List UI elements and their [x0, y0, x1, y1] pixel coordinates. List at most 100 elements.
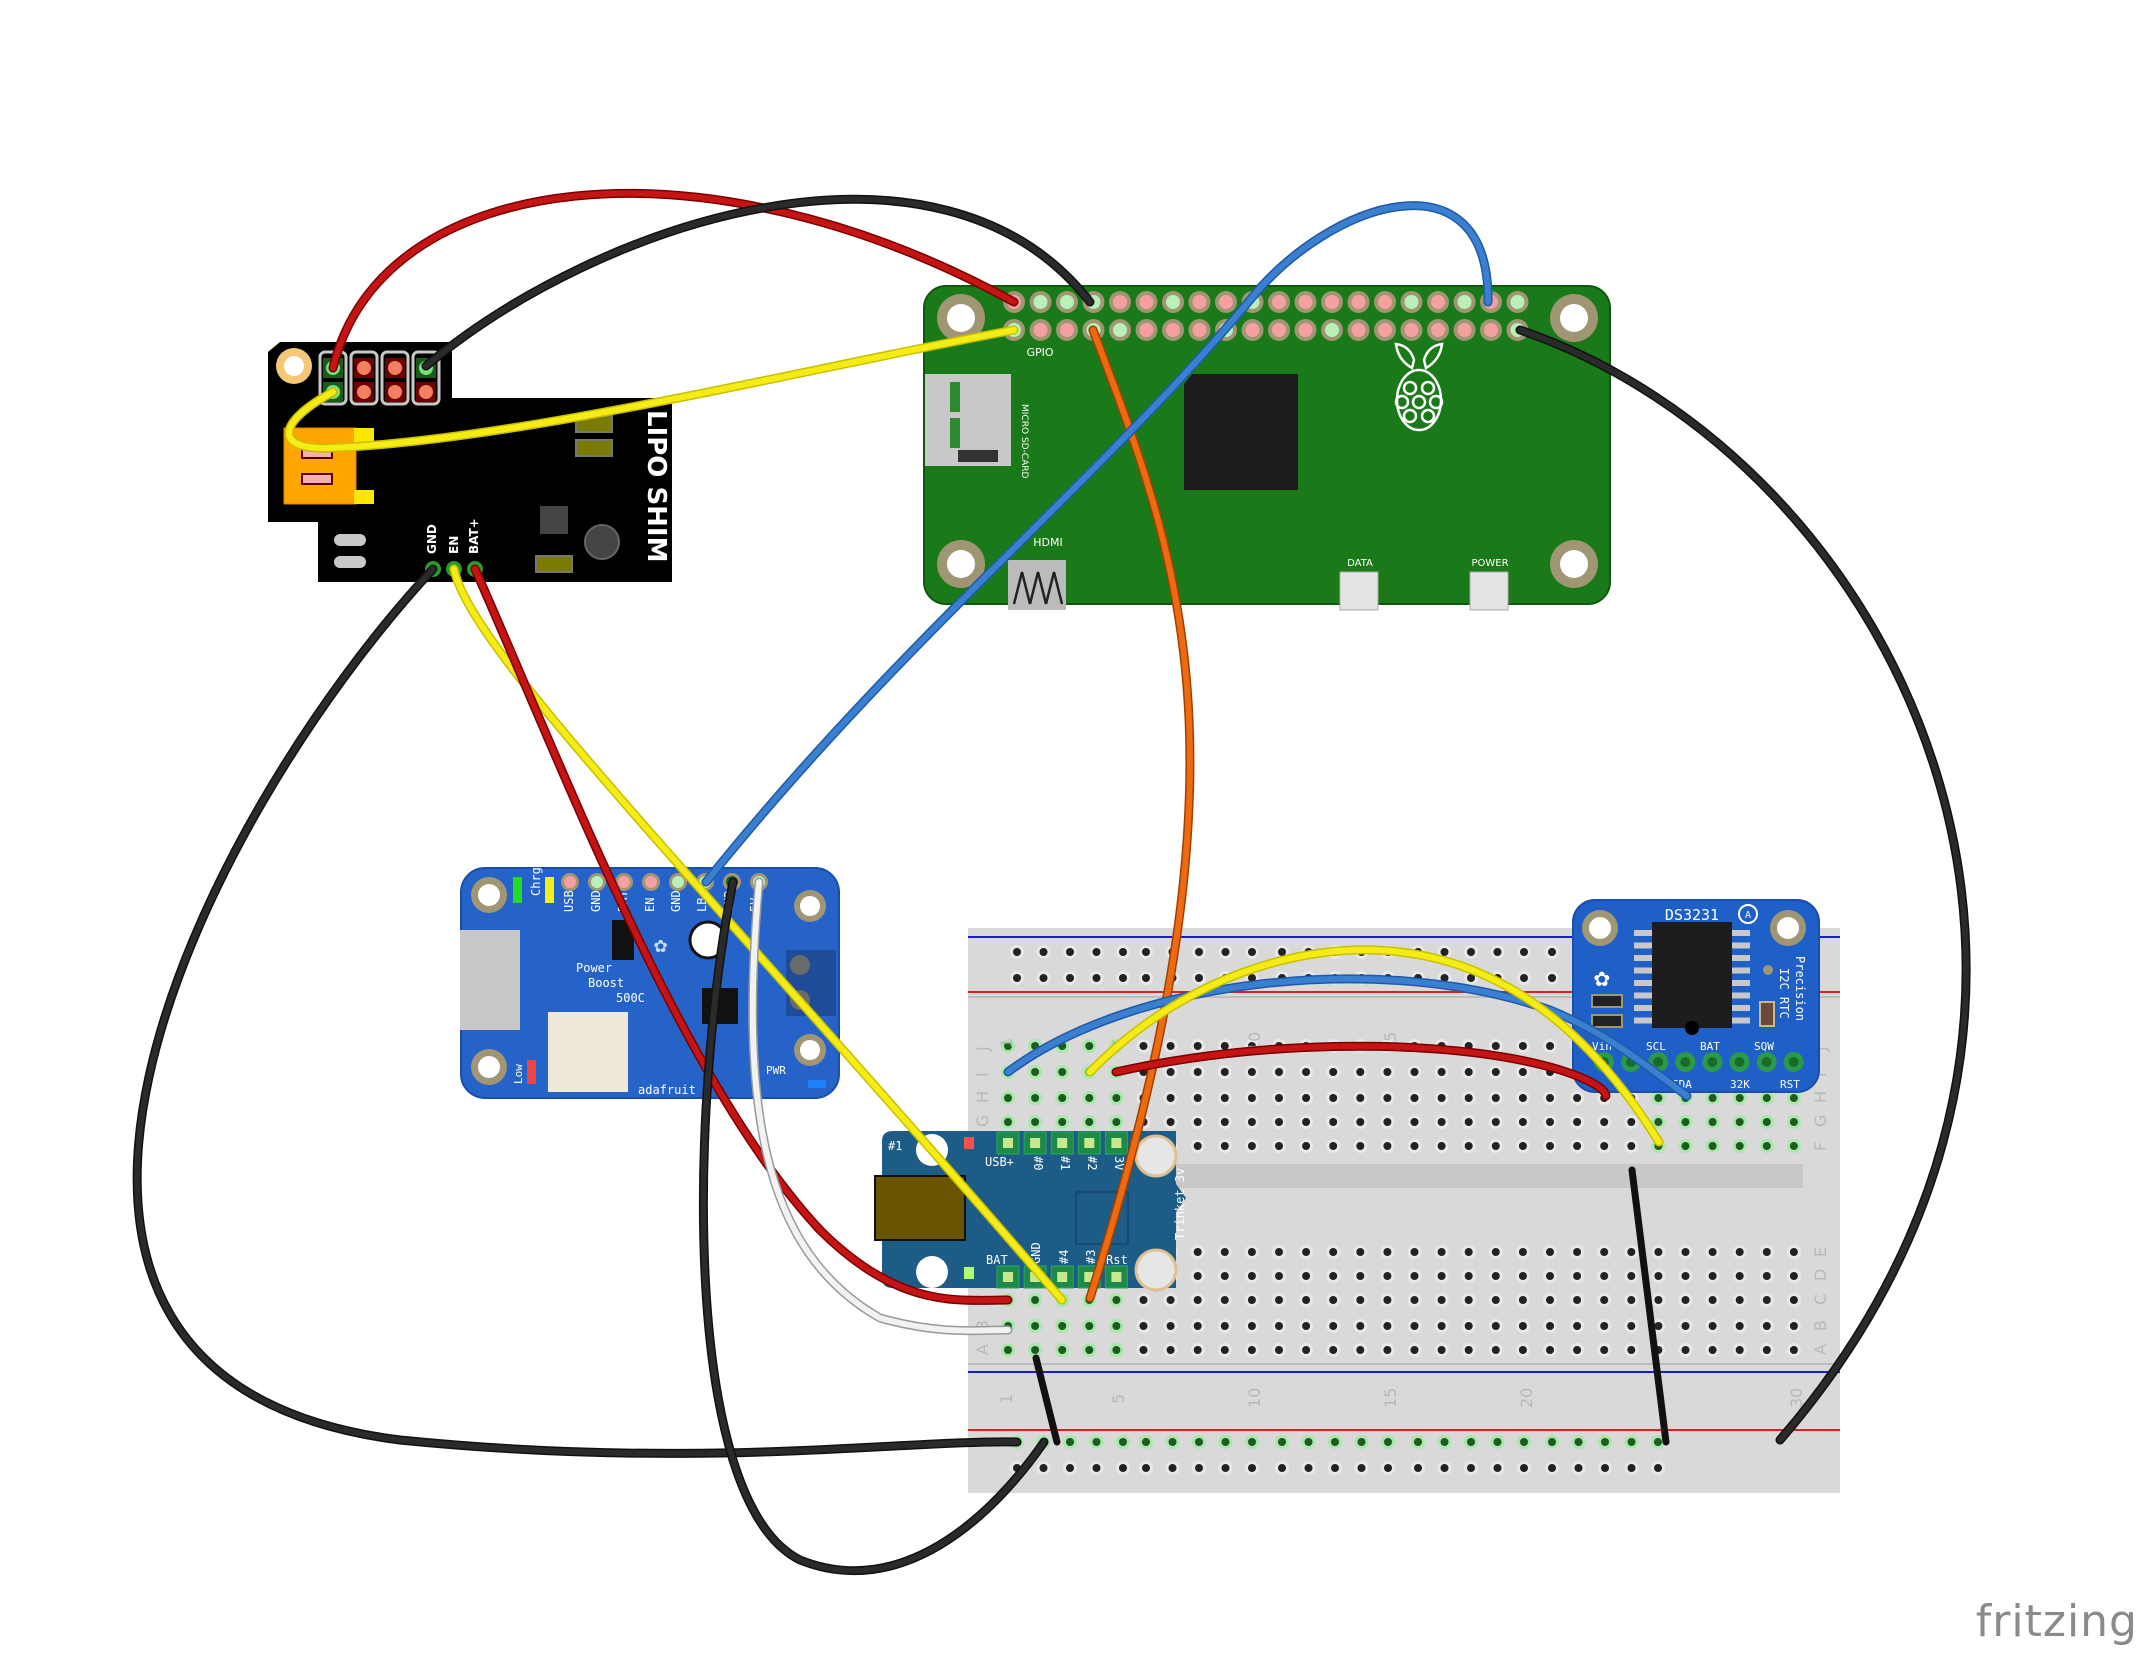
- gpio-pin[interactable]: [1192, 323, 1207, 337]
- gpio-pin[interactable]: [1113, 323, 1127, 337]
- trinket-pin-label: Rst: [1106, 1253, 1128, 1267]
- micro-sd-slot: MICRO SD-CARD: [925, 374, 1029, 478]
- sd-label: MICRO SD-CARD: [1019, 404, 1029, 478]
- trinket-pin-label: BAT: [986, 1253, 1008, 1267]
- trinket-3v[interactable]: #1 USB+ #0 #1 #2 3V BAT GND #4 #3 Rst Tr…: [874, 1131, 1187, 1292]
- trinket-pad[interactable]: [1111, 1272, 1122, 1282]
- gpio-pin[interactable]: [1060, 295, 1074, 309]
- shim-header-pin[interactable]: [419, 385, 433, 399]
- trinket-pad[interactable]: [1057, 1272, 1068, 1282]
- gpio-pin[interactable]: [1325, 295, 1339, 309]
- gpio-pin[interactable]: [1033, 323, 1048, 337]
- trinket-pad[interactable]: [1057, 1138, 1068, 1148]
- shim-header-pin[interactable]: [388, 385, 402, 399]
- powerboost-500c[interactable]: Chrg USB GND BAT EN GND LB GND 5V Power …: [460, 867, 840, 1099]
- gpio-pin[interactable]: [1431, 295, 1445, 309]
- gpio-pin[interactable]: [1325, 323, 1339, 337]
- data-port-label: DATA: [1347, 558, 1373, 569]
- rtc-pin[interactable]: [1761, 1057, 1772, 1067]
- powerboost-pin[interactable]: [591, 876, 603, 888]
- gpio-pin[interactable]: [1404, 295, 1419, 309]
- gpio-pin[interactable]: [1033, 295, 1048, 309]
- wire-black-rtc-to-rail[interactable]: [1628, 1166, 1670, 1446]
- raspberry-pi-zero[interactable]: GPIO MICRO SD-CARD HDMI DATA POWER: [923, 285, 1611, 611]
- gpio-pin[interactable]: [1166, 323, 1180, 337]
- hdmi-label: HDMI: [1033, 536, 1062, 549]
- trinket-pad[interactable]: [1084, 1272, 1095, 1282]
- powerboost-pin[interactable]: [618, 876, 630, 888]
- rtc-pin[interactable]: [1734, 1057, 1745, 1067]
- trinket-pad[interactable]: [1030, 1138, 1041, 1148]
- lipo-shim-title: LIPO SHIM: [641, 410, 671, 562]
- ds3231-rtc[interactable]: ✿ DS3231 A Precision I2C RTC Vin SCL BAT…: [1572, 899, 1820, 1093]
- pb-pwr-label: PWR: [766, 1064, 786, 1077]
- pb-pin-label: GND: [669, 890, 683, 912]
- column-number: 30: [1787, 1388, 1806, 1408]
- trinket-pad[interactable]: [1111, 1138, 1122, 1148]
- pb-pin-label: USB: [562, 890, 576, 912]
- battery-jst: [548, 1012, 628, 1092]
- gpio-pin[interactable]: [1298, 295, 1313, 309]
- trinket-pad[interactable]: [1003, 1272, 1013, 1282]
- trinket-pad[interactable]: [1084, 1138, 1095, 1148]
- lipo-shim[interactable]: LIPO SHIM GND EN BAT+: [268, 342, 672, 582]
- gpio-pin[interactable]: [1457, 323, 1472, 337]
- gpio-pin[interactable]: [1404, 323, 1419, 337]
- gpio-pin[interactable]: [1272, 323, 1286, 337]
- row-letter: D: [1811, 1269, 1830, 1281]
- shim-header-pin[interactable]: [357, 385, 371, 399]
- rtc-pin[interactable]: [1707, 1057, 1718, 1067]
- gpio-pin[interactable]: [1378, 323, 1392, 337]
- shim-header-pin[interactable]: [357, 361, 371, 375]
- wire-red-shim-to-pi[interactable]: [328, 188, 1019, 373]
- usb-connector: [874, 1175, 966, 1241]
- adafruit-star-icon: ✿: [654, 933, 667, 958]
- mount-hole: [1560, 304, 1588, 332]
- shim-header-pin[interactable]: [388, 361, 402, 375]
- gpio-pin[interactable]: [1139, 295, 1154, 309]
- gpio-pin[interactable]: [1219, 295, 1233, 309]
- rtc-pin-label: SQW: [1754, 1040, 1774, 1053]
- gpio-pin[interactable]: [1351, 295, 1366, 309]
- data-usb-port: [1339, 571, 1379, 611]
- trinket-pin-label: #0: [1031, 1156, 1045, 1170]
- power-usb-port: [1469, 571, 1509, 611]
- row-letter: C: [1811, 1294, 1830, 1305]
- trinket-pin-label: #4: [1057, 1250, 1071, 1264]
- row-letter: H: [973, 1091, 992, 1103]
- gpio-pin[interactable]: [1113, 295, 1127, 309]
- gpio-pin[interactable]: [1060, 323, 1074, 337]
- powerboost-pin[interactable]: [564, 876, 576, 888]
- wire-black-bb-short[interactable]: [1032, 1354, 1061, 1446]
- gpio-pin[interactable]: [1378, 295, 1392, 309]
- rtc-pin[interactable]: [1653, 1057, 1664, 1067]
- rtc-pins: [1594, 1052, 1804, 1072]
- trinket-pad[interactable]: [1030, 1272, 1041, 1282]
- rtc-pin-label: RST: [1780, 1078, 1800, 1091]
- gpio-pin[interactable]: [1139, 323, 1154, 337]
- gpio-pin[interactable]: [1192, 295, 1207, 309]
- powerboost-pin[interactable]: [672, 876, 684, 888]
- gpio-pin[interactable]: [1298, 323, 1313, 337]
- powerboost-pin[interactable]: [645, 876, 657, 888]
- hdmi-port: HDMI: [1008, 536, 1066, 610]
- gpio-pin[interactable]: [1351, 323, 1366, 337]
- gpio-pin[interactable]: [1484, 323, 1498, 337]
- column-number: 1: [997, 1038, 1016, 1048]
- pin-label-bat: BAT+: [467, 518, 481, 554]
- gpio-pin[interactable]: [1166, 295, 1180, 309]
- mount-hole: [1560, 550, 1588, 578]
- gpio-pin[interactable]: [1457, 295, 1472, 309]
- rtc-pin[interactable]: [1788, 1057, 1799, 1067]
- pb-pin-label: EN: [643, 898, 657, 912]
- gpio-pin[interactable]: [1245, 323, 1260, 337]
- trinket-pin-label: #2: [1085, 1156, 1099, 1170]
- trinket-pad[interactable]: [1003, 1138, 1013, 1148]
- rtc-pin-label: 32K: [1730, 1078, 1750, 1091]
- gpio-pin[interactable]: [1272, 295, 1286, 309]
- gpio-pin[interactable]: [1431, 323, 1445, 337]
- gpio-pin[interactable]: [1510, 295, 1525, 309]
- lipo-header: [318, 350, 441, 406]
- column-number: 10: [1245, 1388, 1264, 1408]
- rtc-pin[interactable]: [1680, 1057, 1691, 1067]
